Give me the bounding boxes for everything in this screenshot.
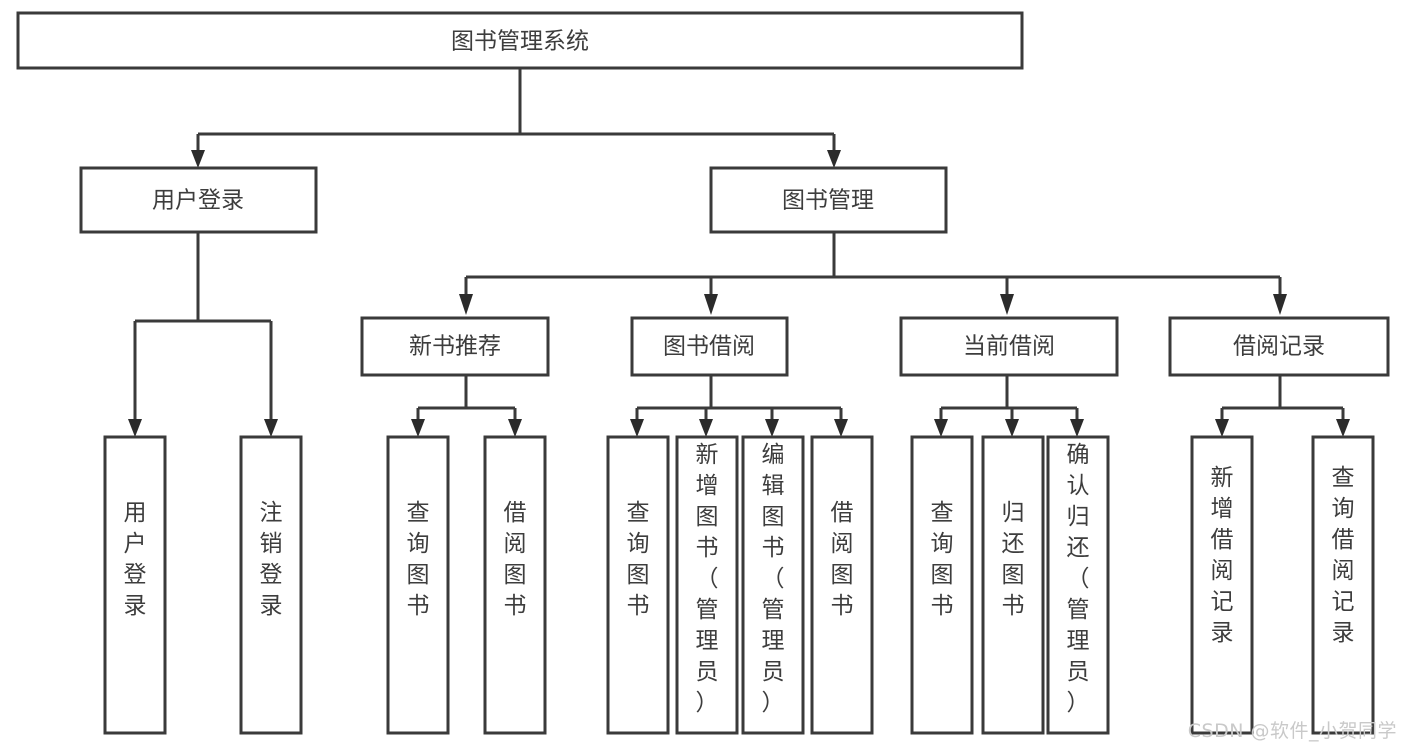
node-leaf-query-book-1[interactable]: 查询图书 <box>386 435 450 735</box>
node-leaf-add-book[interactable]: 新增图书（管理员） <box>675 435 739 735</box>
node-leaf-user-logout[interactable]: 注销登录 <box>239 435 303 735</box>
node-leaf-borrow-book-1[interactable]: 借阅图书 <box>483 435 547 735</box>
arrow-to-new-book-recommend <box>459 294 473 315</box>
node-leaf-add-record-label: 新增借阅记录 <box>1211 465 1234 646</box>
arrow-to-leaf-query-book-1 <box>411 419 425 437</box>
arrow-to-leaf-return-book <box>1005 419 1019 437</box>
node-leaf-query-record[interactable]: 查询借阅记录 <box>1311 435 1375 735</box>
node-book-borrow-label: 图书借阅 <box>663 334 755 360</box>
node-leaf-add-record[interactable]: 新增借阅记录 <box>1190 435 1254 735</box>
node-leaf-user-login[interactable]: 用户登录 <box>103 435 167 735</box>
node-root-label: 图书管理系统 <box>451 29 589 55</box>
node-leaf-query-book-2-label: 查询图书 <box>627 500 650 619</box>
arrow-to-leaf-confirm-return <box>1070 419 1084 437</box>
connector-group-root <box>191 68 841 168</box>
node-new-book-recommend[interactable]: 新书推荐 <box>360 316 550 377</box>
arrow-to-leaf-user-logout <box>264 419 278 437</box>
watermark-text: CSDN @软件_小贺同学 <box>1187 720 1397 742</box>
node-leaf-borrow-book-2-label: 借阅图书 <box>831 500 854 619</box>
node-leaf-return-book[interactable]: 归还图书 <box>981 435 1045 735</box>
node-current-borrow[interactable]: 当前借阅 <box>899 316 1119 377</box>
node-leaf-return-book-label: 归还图书 <box>1002 500 1025 619</box>
node-leaf-user-login-label: 用户登录 <box>124 500 147 619</box>
node-borrow-record-label: 借阅记录 <box>1233 334 1325 360</box>
arrow-to-leaf-edit-book <box>765 419 779 437</box>
node-book-manage-label: 图书管理 <box>782 188 874 214</box>
node-leaf-query-book-3[interactable]: 查询图书 <box>910 435 974 735</box>
arrow-to-leaf-add-record <box>1215 419 1229 437</box>
node-leaf-confirm-return-label: 确认归还（管理员） <box>1067 442 1090 716</box>
node-leaf-add-book-label: 新增图书（管理员） <box>696 442 719 716</box>
node-current-borrow-label: 当前借阅 <box>963 334 1055 360</box>
node-leaf-edit-book[interactable]: 编辑图书（管理员） <box>741 435 805 735</box>
node-new-book-recommend-label: 新书推荐 <box>409 334 501 360</box>
arrow-to-book-borrow <box>704 294 718 315</box>
connector-group-borrow-record <box>1215 375 1350 437</box>
connector-group-current-borrow <box>934 375 1084 437</box>
node-root[interactable]: 图书管理系统 <box>16 11 1024 70</box>
arrow-to-leaf-query-book-2 <box>630 419 644 437</box>
connector-group-book-manage <box>459 232 1287 315</box>
node-leaf-query-book-1-label: 查询图书 <box>407 500 430 619</box>
node-leaf-query-book-3-label: 查询图书 <box>931 500 954 619</box>
node-leaf-query-book-2[interactable]: 查询图书 <box>606 435 670 735</box>
node-borrow-record[interactable]: 借阅记录 <box>1168 316 1390 377</box>
arrow-to-current-borrow <box>1000 294 1014 315</box>
node-user-login[interactable]: 用户登录 <box>79 166 318 234</box>
connector-group-book-borrow <box>630 375 848 437</box>
arrow-to-leaf-query-book-3 <box>934 419 948 437</box>
arrow-to-leaf-borrow-book-1 <box>508 419 522 437</box>
arrow-to-borrow-record <box>1273 294 1287 315</box>
node-leaf-user-logout-label: 注销登录 <box>260 500 283 619</box>
node-leaf-confirm-return[interactable]: 确认归还（管理员） <box>1046 435 1110 735</box>
connector-group-user-login <box>128 232 278 437</box>
arrow-to-user-login <box>191 150 205 168</box>
arrow-to-book-manage <box>827 150 841 168</box>
arrow-to-leaf-add-book <box>699 419 713 437</box>
node-book-borrow[interactable]: 图书借阅 <box>630 316 789 377</box>
connector-group-new-book-recommend <box>411 375 522 437</box>
node-leaf-borrow-book-1-label: 借阅图书 <box>504 500 527 619</box>
arrow-to-leaf-query-record <box>1336 419 1350 437</box>
node-leaf-edit-book-label: 编辑图书（管理员） <box>762 442 785 716</box>
arrow-to-leaf-user-login <box>128 419 142 437</box>
node-leaf-query-record-label: 查询借阅记录 <box>1332 465 1355 646</box>
arrow-to-leaf-borrow-book-2 <box>834 419 848 437</box>
node-leaf-borrow-book-2[interactable]: 借阅图书 <box>810 435 874 735</box>
node-user-login-label: 用户登录 <box>152 188 244 214</box>
node-book-manage[interactable]: 图书管理 <box>709 166 948 234</box>
